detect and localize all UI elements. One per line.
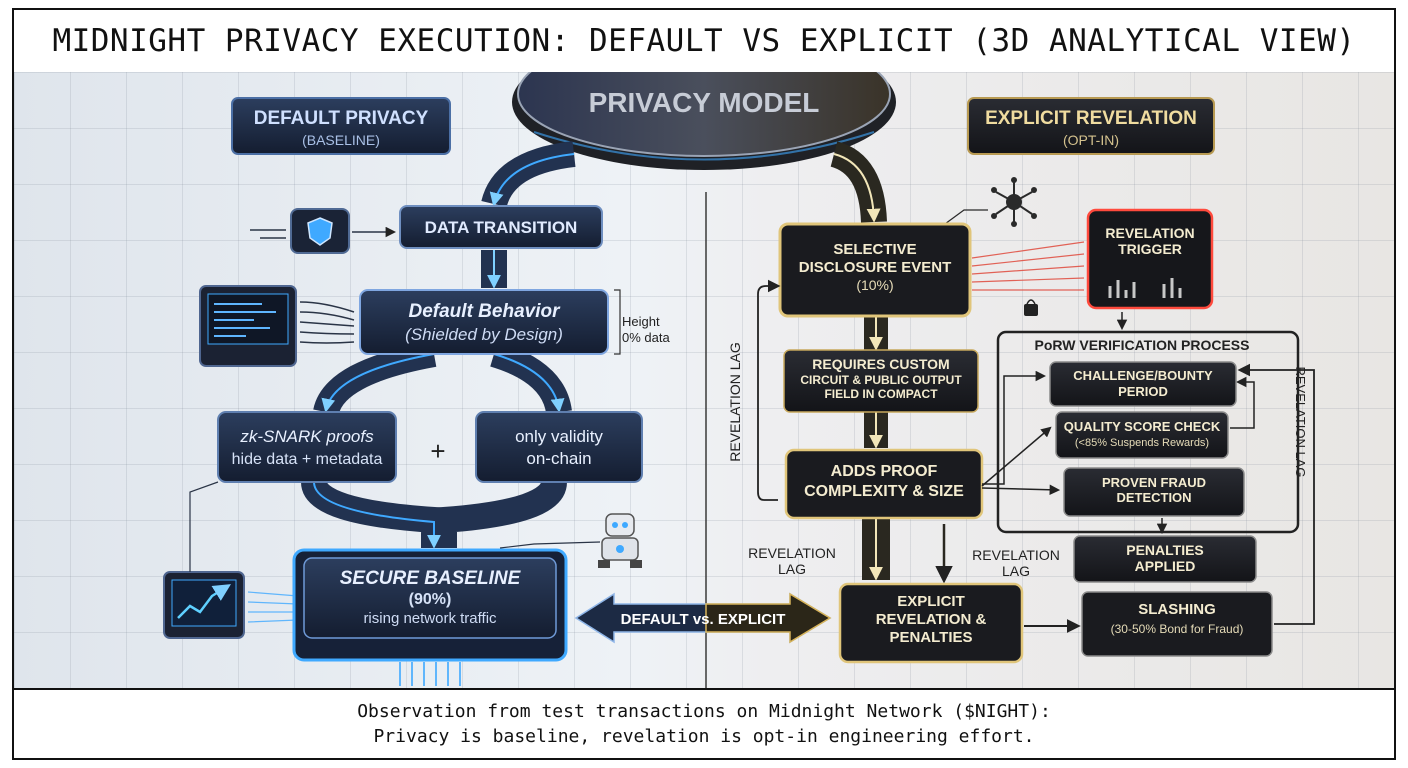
secure-baseline-note: rising network traffic: [363, 610, 497, 627]
requires-line3: FIELD IN COMPACT: [824, 387, 938, 401]
robot-icon: [598, 513, 642, 568]
porw-process-box: [996, 330, 1300, 534]
explicit-revelation-subtitle: (OPT-IN): [1063, 132, 1119, 148]
revelation-lag-loop-right: [1237, 363, 1315, 625]
challenge-line2: PERIOD: [1118, 384, 1168, 399]
default-privacy-header: [231, 97, 451, 155]
lag-b-line2: LAG: [1002, 563, 1030, 579]
selective-disclosure-box: [778, 222, 972, 318]
adds-line1: ADDS PROOF: [831, 463, 938, 480]
fraud-line2: DETECTION: [1116, 490, 1191, 505]
page-title: MIDNIGHT PRIVACY EXECUTION: DEFAULT VS E…: [52, 23, 1356, 59]
network-icon: [991, 177, 1037, 227]
fraud-line1: PROVEN FRAUD: [1102, 475, 1206, 490]
height-note-line1: Height: [622, 314, 660, 329]
privacy-model-label: PRIVACY MODEL: [589, 87, 820, 118]
privacy-model-disc: [517, 72, 891, 157]
caption-line2: Privacy is baseline, revelation is opt-i…: [373, 726, 1035, 747]
zk-line1: zk-SNARK proofs: [239, 427, 374, 446]
plus-sign: +: [430, 436, 445, 466]
requires-line1: REQUIRES CUSTOM: [812, 356, 949, 372]
revelation-lag-right: REVELATION LAG: [1293, 366, 1308, 477]
comparison-label: DEFAULT vs. EXPLICIT: [621, 611, 786, 628]
validity-line2: on-chain: [526, 449, 591, 468]
zk-snark-box: [217, 411, 397, 483]
quality-score-box: [1055, 411, 1229, 459]
challenge-box: [1049, 361, 1237, 407]
default-behavior-subtitle: (Shielded by Design): [405, 325, 563, 344]
default-privacy-title: DEFAULT PRIVACY: [254, 108, 429, 129]
challenge-line1: CHALLENGE/BOUNTY: [1073, 368, 1213, 383]
title-bar: MIDNIGHT PRIVACY EXECUTION: DEFAULT VS E…: [12, 8, 1396, 74]
chart-icon: [177, 584, 231, 619]
diagram-area: PRIVACY MODEL DEFAULT PRIVACY (BASELINE)…: [14, 72, 1394, 688]
lag-a-line2: LAG: [778, 561, 806, 577]
explicit-line1: EXPLICIT: [897, 593, 965, 610]
default-behavior-title: Default Behavior: [409, 301, 562, 322]
data-transition-label: DATA TRANSITION: [425, 218, 578, 237]
explicit-revelation-header: [967, 97, 1215, 155]
requires-line2: CIRCUIT & PUBLIC OUTPUT: [800, 373, 962, 387]
explicit-penalties-box: [838, 582, 1024, 664]
quality-line2: (<85% Suspends Rewards): [1075, 437, 1209, 449]
default-behavior-box: [359, 289, 609, 355]
caption-line1: Observation from test transactions on Mi…: [357, 701, 1051, 722]
penalties-line2: APPLIED: [1135, 558, 1196, 574]
default-privacy-subtitle: (BASELINE): [302, 132, 380, 148]
lag-a-line1: REVELATION: [748, 545, 836, 561]
selective-line2: DISCLOSURE EVENT: [799, 259, 952, 276]
penalties-applied-box: [1073, 535, 1257, 583]
requires-custom-box: [783, 349, 979, 413]
validity-line1: only validity: [515, 427, 603, 446]
height-bracket: [614, 289, 621, 355]
porw-title: PoRW VERIFICATION PROCESS: [1035, 337, 1250, 353]
explicit-line2: REVELATION &: [876, 611, 987, 628]
selective-line1: SELECTIVE: [833, 241, 916, 258]
lock-icon: [1024, 304, 1038, 316]
data-transition-box: [399, 205, 603, 249]
selective-line3: (10%): [856, 277, 893, 293]
validity-box: [475, 411, 643, 483]
secure-baseline-percent: (90%): [409, 591, 452, 608]
zk-line2: hide data + metadata: [232, 451, 383, 468]
slashing-line2: (30-50% Bond for Fraud): [1111, 622, 1244, 636]
fraud-detection-box: [1063, 467, 1245, 517]
diagram-svg: PRIVACY MODEL DEFAULT PRIVACY (BASELINE)…: [163, 72, 1315, 688]
penalties-line1: PENALTIES: [1126, 542, 1204, 558]
revelation-lag-loop: [757, 279, 781, 501]
trigger-line1: REVELATION: [1105, 225, 1194, 241]
quality-line1: QUALITY SCORE CHECK: [1064, 419, 1221, 434]
revelation-lag-vertical: REVELATION LAG: [727, 342, 743, 462]
secure-baseline-title: SECURE BASELINE: [340, 568, 522, 589]
trigger-line2: TRIGGER: [1118, 241, 1182, 257]
adds-line2: COMPLEXITY & SIZE: [804, 483, 964, 500]
explicit-revelation-title: EXPLICIT REVELATION: [985, 108, 1197, 129]
slashing-line1: SLASHING: [1138, 601, 1216, 618]
slashing-box: [1081, 591, 1273, 657]
caption: Observation from test transactions on Mi…: [12, 688, 1396, 760]
lag-b-line1: REVELATION: [972, 547, 1060, 563]
explicit-line3: PENALTIES: [889, 629, 972, 646]
shield-icon: [307, 217, 333, 246]
height-note-line2: 0% data: [622, 330, 670, 345]
